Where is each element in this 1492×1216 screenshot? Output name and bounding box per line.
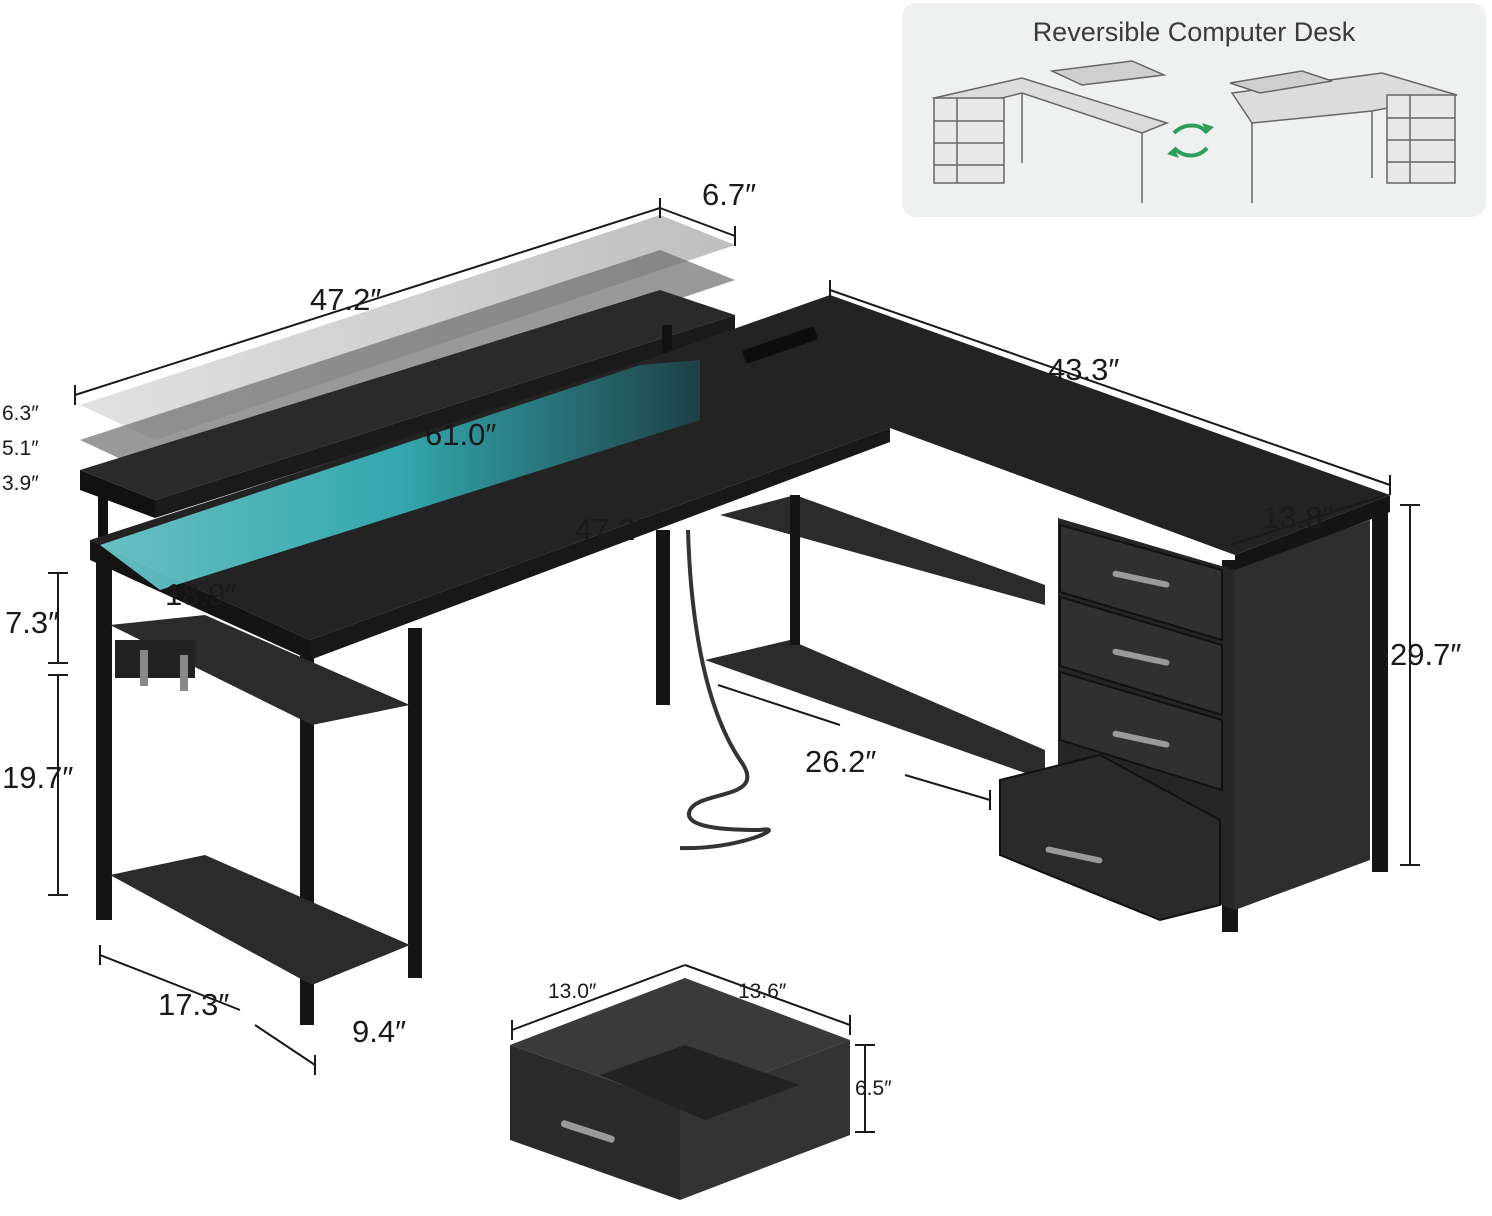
drawer-depth-label: 13.6″ [738,980,787,1003]
banner-title: Reversible Computer Desk [1032,17,1356,47]
dimension-lines [48,198,1420,1133]
desk-config-right-icon [1229,70,1458,203]
riser-depth-label: 6.7″ [702,177,756,212]
desk-config-left-icon [931,60,1170,203]
riser-height-high-label: 6.3″ [2,402,39,425]
desk-top [90,295,1390,660]
desk-inner-label: 47.2″ [575,512,646,547]
riser-height-low-label: 3.9″ [2,472,39,495]
power-cord [679,529,771,851]
drawer-width-label: 13.0″ [548,980,597,1003]
drawer-height-label: 6.5″ [855,1077,892,1100]
riser-height-mid-label: 5.1″ [2,437,39,460]
reversible-illustration [931,60,1458,203]
under-span-label: 26.2″ [805,744,876,779]
desk-return-label: 43.3″ [1048,352,1119,387]
shelf-depth-label: 9.4″ [352,1014,406,1049]
swap-arrows-icon [1167,123,1214,158]
desk-depth-label: 18.9″ [165,577,236,612]
riser-width-label: 47.2″ [310,282,381,317]
reversible-banner: Reversible Computer Desk [902,3,1486,217]
desk-long-label: 61.0″ [425,417,496,452]
shelf-width-label: 17.3″ [158,987,229,1022]
drawer-tower [999,518,1370,922]
middle-shelves [705,495,1045,780]
left-shelf-unit [110,615,410,985]
desk-frame [96,510,1388,1025]
upper-shelf-height-label: 7.3″ [5,605,59,640]
fabric-drawer [510,978,850,1200]
total-height-label: 29.7″ [1390,637,1461,672]
return-depth-label: 13.8″ [1262,500,1333,535]
lower-shelf-height-label: 19.7″ [2,760,73,795]
